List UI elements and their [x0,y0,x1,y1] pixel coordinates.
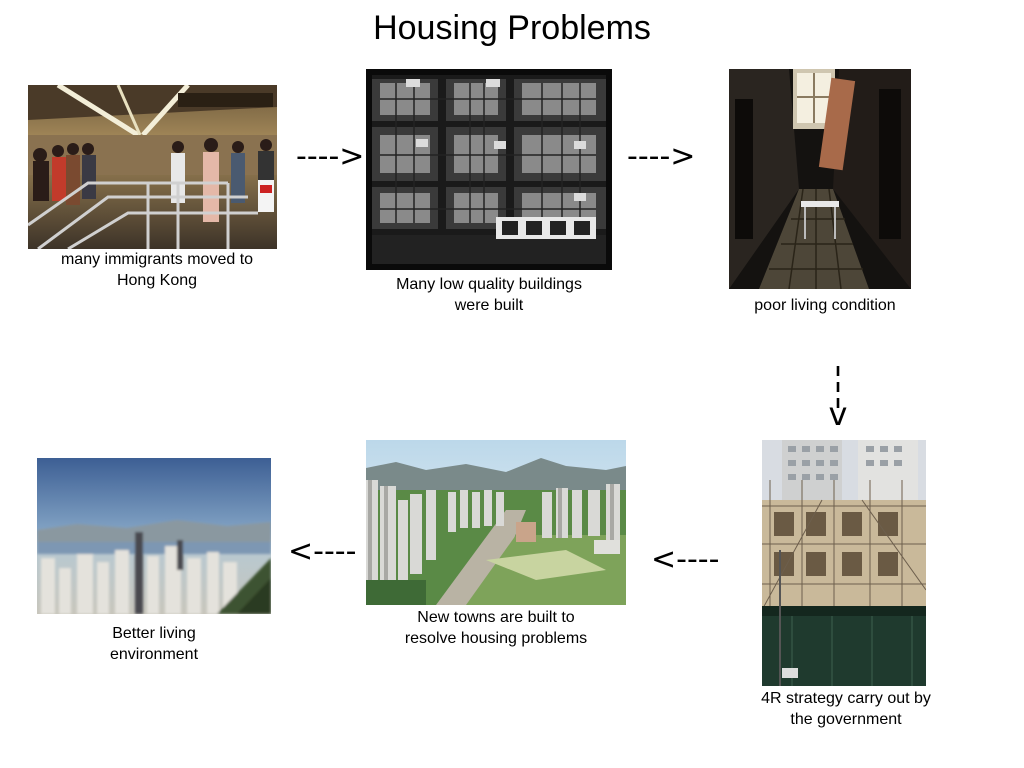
arrow-left-2: <---- [288,534,357,569]
step-4-caption: 4R strategy carry out by the government [761,690,931,728]
step-1-caption: many immigrants moved to Hong Kong [60,251,254,289]
arrow-left-1: <---- [651,542,720,577]
step-2-caption: Many low quality buildings were built [396,276,582,314]
old-building-photo [366,69,612,270]
step-6-caption: Better living environment [109,625,199,663]
step-5-caption: New towns are built to resolve housing p… [404,609,588,647]
cramped-corridor-photo [729,69,911,289]
immigration-hall-photo [28,85,277,249]
arrow-down: v [826,364,850,434]
renovation-building-photo [762,440,926,686]
arrow-right-1: ----> [296,139,365,174]
new-town-photo [366,440,626,605]
city-skyline-photo [37,458,271,614]
step-3-caption: poor living condition [754,297,896,314]
arrow-right-2: ----> [627,139,696,174]
page-title: Housing Problems [373,9,651,47]
arrow-down-head: v [828,395,848,433]
